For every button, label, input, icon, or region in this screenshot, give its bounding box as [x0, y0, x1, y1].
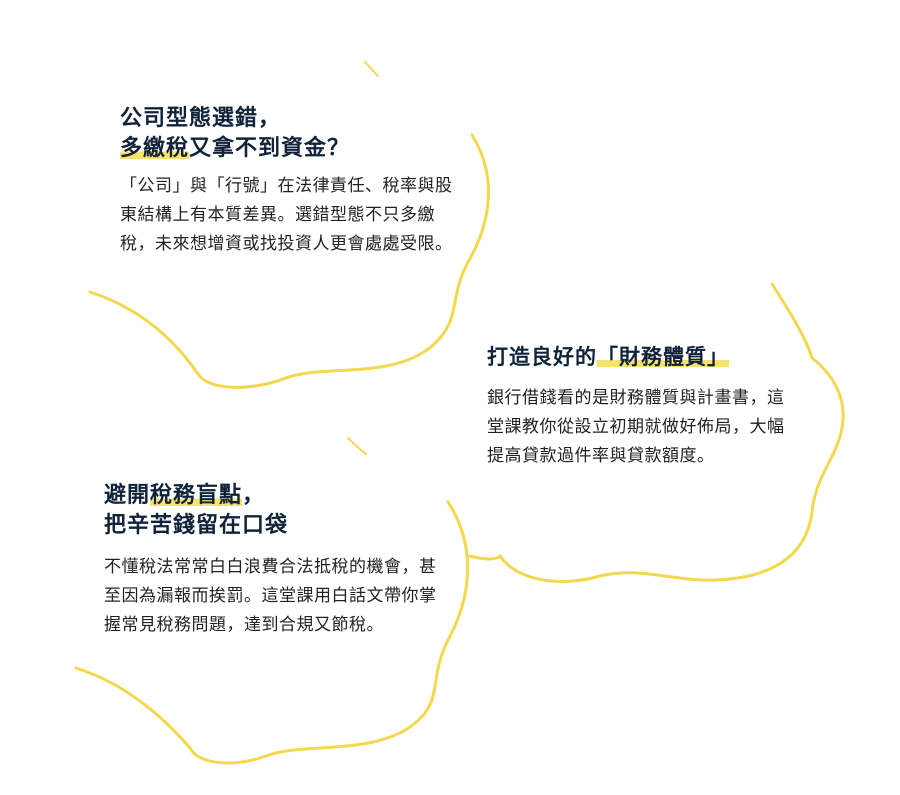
card-title-line1: 公司型態選錯，	[120, 106, 282, 131]
swirl-bottom-left-stroke	[347, 437, 367, 455]
swirl-top-left-stroke	[364, 61, 379, 77]
card-title: 打造良好的「財務體質」	[487, 342, 792, 372]
swirl-right-stroke	[770, 282, 814, 360]
swirl-right-tail	[468, 554, 502, 561]
swirl-bottom-left-tail	[74, 666, 192, 750]
feature-card-financial-health: 打造良好的「財務體質」 銀行借錢看的是財務體質與計畫書，這堂課教你從設立初期就做…	[487, 342, 792, 471]
card-title-line1-plain: 避開	[104, 483, 151, 508]
swirl-right-main	[498, 356, 845, 583]
swirl-bottom-left-main	[188, 500, 470, 765]
card-title-line2-rest: 又拿不到資金？	[189, 136, 351, 161]
card-body-text: 銀行借錢看的是財務體質與計畫書，這堂課教你從設立初期就做好佈局，大幅提高貸款過件…	[487, 388, 785, 466]
card-title-line1-end: ，	[242, 483, 266, 508]
card-title: 公司型態選錯， 多繳稅又拿不到資金？	[120, 104, 465, 164]
card-title-plain: 打造良好的	[487, 345, 597, 369]
card-title: 避開稅務盲點， 把辛苦錢留在口袋	[104, 481, 449, 541]
card-body-text: 不懂稅法常常白白浪費合法抵稅的機會，甚至因為漏報而挨罰。這堂課用白話文帶你掌握常…	[104, 557, 437, 635]
card-title-highlight: 多繳稅	[120, 136, 190, 161]
card-title-highlight: 稅務盲點	[150, 483, 243, 508]
card-title-highlight: 「財務體質」	[597, 345, 729, 369]
card-title-line2: 把辛苦錢留在口袋	[104, 513, 289, 538]
swirl-top-left-main	[196, 133, 490, 389]
feature-card-tax-blind-spots: 避開稅務盲點， 把辛苦錢留在口袋 不懂稅法常常白白浪費合法抵稅的機會，甚至因為漏…	[104, 481, 449, 640]
card-body-text: 「公司」與「行號」在法律責任、稅率與股東結構上有本質差異。選錯型態不只多繳稅，未…	[120, 176, 453, 254]
swirl-top-left-tail	[88, 290, 200, 376]
feature-card-company-type: 公司型態選錯， 多繳稅又拿不到資金？ 「公司」與「行號」在法律責任、稅率與股東結…	[120, 104, 465, 259]
